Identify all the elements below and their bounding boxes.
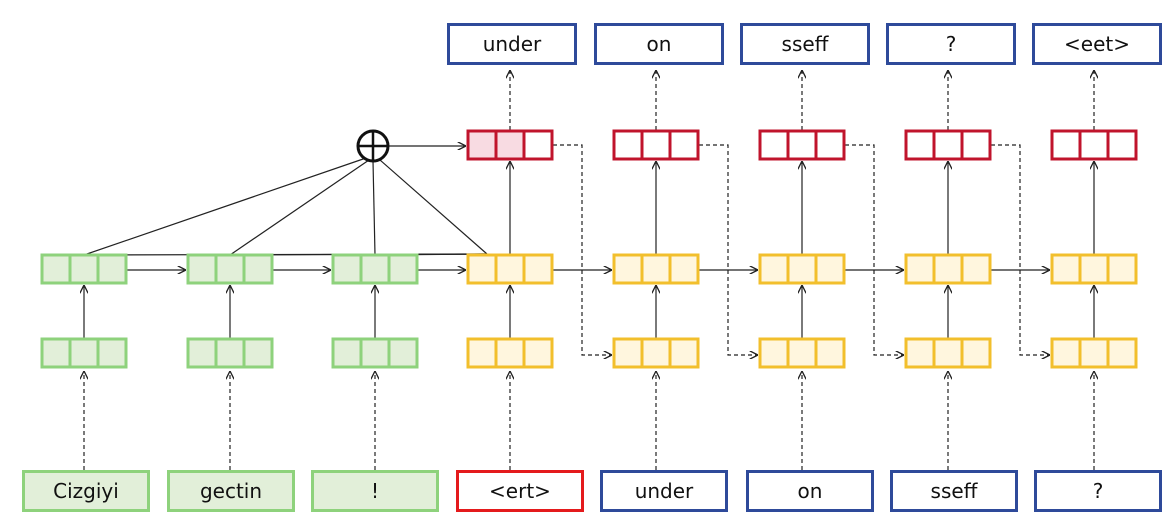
vector-cell bbox=[466, 337, 498, 369]
vector-cell bbox=[214, 253, 246, 285]
vector-cell bbox=[960, 337, 992, 369]
vector-cell bbox=[786, 337, 818, 369]
attention-output-vector bbox=[904, 129, 992, 161]
decoder-embedding bbox=[612, 337, 700, 369]
vector-cell bbox=[960, 253, 992, 285]
attention-line bbox=[372, 160, 376, 256]
vector-cell bbox=[68, 253, 100, 285]
attention-output-vector bbox=[612, 129, 700, 161]
vector-cell bbox=[1078, 253, 1110, 285]
vector-cell bbox=[331, 337, 363, 369]
input-feeding-arrow bbox=[845, 144, 904, 355]
vector-cell bbox=[668, 253, 700, 285]
vector-cell bbox=[494, 253, 526, 285]
vector-cell bbox=[814, 129, 846, 161]
vector-cell bbox=[387, 337, 419, 369]
attention-line bbox=[379, 159, 488, 255]
vector-cell bbox=[612, 129, 644, 161]
encoder-embedding bbox=[331, 337, 419, 369]
vector-cell bbox=[1050, 129, 1082, 161]
vector-cell bbox=[668, 129, 700, 161]
vector-cell bbox=[40, 253, 72, 285]
decoder-hidden-state bbox=[466, 253, 554, 285]
vector-cell bbox=[466, 129, 498, 161]
attention-output-vector bbox=[1050, 129, 1138, 161]
decoder-hidden-state bbox=[758, 253, 846, 285]
vector-cell bbox=[904, 337, 936, 369]
attention-line bbox=[229, 159, 370, 256]
vector-cell bbox=[786, 129, 818, 161]
vector-cell bbox=[359, 337, 391, 369]
attention-line bbox=[83, 157, 367, 256]
vector-cell bbox=[522, 129, 554, 161]
input-feeding-arrow bbox=[553, 144, 612, 355]
vector-cell bbox=[186, 337, 218, 369]
attention-output-vector bbox=[758, 129, 846, 161]
vector-cell bbox=[214, 337, 246, 369]
decoder-hidden-state bbox=[612, 253, 700, 285]
vector-cell bbox=[640, 253, 672, 285]
vector-cell bbox=[494, 337, 526, 369]
vector-cell bbox=[758, 337, 790, 369]
vector-cell bbox=[1106, 253, 1138, 285]
decoder-embedding bbox=[1050, 337, 1138, 369]
vector-cell bbox=[68, 337, 100, 369]
vector-cell bbox=[359, 253, 391, 285]
vector-cell bbox=[668, 337, 700, 369]
vector-cell bbox=[786, 253, 818, 285]
vector-cell bbox=[40, 337, 72, 369]
encoder-hidden-state bbox=[40, 253, 128, 285]
vector-cell bbox=[758, 129, 790, 161]
vector-cell bbox=[904, 253, 936, 285]
input-feeding-arrow bbox=[699, 144, 758, 355]
vector-cell bbox=[814, 253, 846, 285]
input-feeding-arrow bbox=[991, 144, 1050, 355]
decoder-hidden-state bbox=[1050, 253, 1138, 285]
vector-cell bbox=[242, 337, 274, 369]
sum-operator-icon bbox=[356, 129, 390, 163]
vector-cell bbox=[932, 129, 964, 161]
vector-cell bbox=[387, 253, 419, 285]
vector-cell bbox=[1078, 129, 1110, 161]
vector-cell bbox=[466, 253, 498, 285]
decoder-embedding bbox=[904, 337, 992, 369]
vector-cell bbox=[186, 253, 218, 285]
encoder-embedding bbox=[186, 337, 274, 369]
vector-cell bbox=[640, 129, 672, 161]
vector-cell bbox=[758, 253, 790, 285]
vector-cell bbox=[932, 253, 964, 285]
decoder-embedding bbox=[466, 337, 554, 369]
vector-cell bbox=[494, 129, 526, 161]
encoder-hidden-state bbox=[331, 253, 419, 285]
vector-cell bbox=[242, 253, 274, 285]
vector-cell bbox=[1050, 337, 1082, 369]
vector-cell bbox=[522, 337, 554, 369]
vector-cell bbox=[640, 337, 672, 369]
vector-cell bbox=[1078, 337, 1110, 369]
vector-cell bbox=[612, 253, 644, 285]
vector-cell bbox=[814, 337, 846, 369]
vector-cell bbox=[1050, 253, 1082, 285]
attention-output-vector bbox=[466, 129, 554, 161]
vector-cell bbox=[1106, 337, 1138, 369]
encoder-hidden-state bbox=[186, 253, 274, 285]
vector-cell bbox=[331, 253, 363, 285]
vector-cell bbox=[904, 129, 936, 161]
vector-cell bbox=[96, 253, 128, 285]
vector-cell bbox=[1106, 129, 1138, 161]
decoder-embedding bbox=[758, 337, 846, 369]
vector-cell bbox=[960, 129, 992, 161]
encoder-embedding bbox=[40, 337, 128, 369]
vector-cell bbox=[612, 337, 644, 369]
vector-cell bbox=[96, 337, 128, 369]
vector-cell bbox=[932, 337, 964, 369]
decoder-hidden-state bbox=[904, 253, 992, 285]
vector-cell bbox=[522, 253, 554, 285]
